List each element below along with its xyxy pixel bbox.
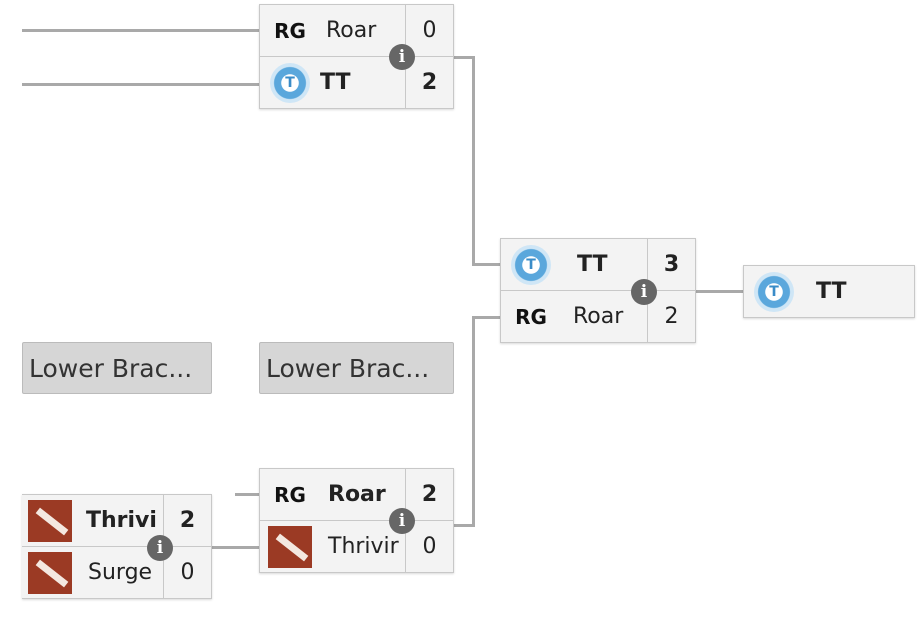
roar-logo-icon: RG — [515, 304, 547, 329]
roar-logo-icon: RG — [274, 482, 306, 507]
connector-line — [453, 524, 475, 527]
team-row[interactable]: RG Roar 2 — [501, 291, 695, 342]
match-lower-semi[interactable]: Thrivi 2 Surge 0 — [22, 494, 212, 599]
team-name: Roar — [328, 482, 386, 507]
team-score: 0 — [163, 547, 211, 598]
match-grand-final[interactable]: T TT 3 RG Roar 2 — [500, 238, 696, 343]
team-name: TT — [320, 70, 351, 95]
team-score: 0 — [405, 5, 453, 56]
match-lower-final[interactable]: RG Roar 2 Thrivir 0 — [259, 468, 454, 573]
connector-line — [695, 290, 743, 293]
match-info-icon[interactable]: i — [631, 279, 657, 305]
match-info-icon[interactable]: i — [147, 535, 173, 561]
connector-line — [212, 546, 260, 549]
roar-logo-icon: RG — [274, 18, 306, 43]
team-score: 2 — [647, 291, 695, 342]
dota2-logo-icon — [268, 525, 312, 569]
tt-logo-icon: T — [268, 61, 312, 105]
team-row[interactable]: Thrivi 2 — [22, 495, 211, 547]
team-name: TT — [816, 279, 847, 304]
team-score: 3 — [647, 239, 695, 290]
team-score: 2 — [163, 495, 211, 546]
team-name: Roar — [573, 304, 624, 329]
team-row[interactable]: Thrivir 0 — [260, 521, 453, 572]
connector-line — [22, 83, 260, 86]
tt-logo-icon: T — [752, 270, 796, 314]
connector-line — [472, 316, 475, 527]
team-name: Thrivir — [328, 534, 399, 559]
lower-bracket-button[interactable]: Lower Brac... — [259, 342, 454, 394]
team-row[interactable]: Surge 0 — [22, 547, 211, 598]
team-row[interactable]: T TT — [744, 266, 914, 317]
dota2-logo-icon — [28, 499, 72, 543]
match-upper-semi[interactable]: RG Roar 0 T TT 2 — [259, 4, 454, 109]
team-score: 2 — [405, 469, 453, 520]
connector-line — [235, 493, 260, 496]
connector-line — [22, 29, 260, 32]
team-score: 2 — [405, 57, 453, 108]
team-score: 0 — [405, 521, 453, 572]
team-row[interactable]: T TT 3 — [501, 239, 695, 291]
team-row[interactable]: T TT 2 — [260, 57, 453, 108]
team-name: Surge — [88, 560, 153, 585]
team-row[interactable]: RG Roar 2 — [260, 469, 453, 521]
connector-line — [472, 316, 500, 319]
connector-line — [472, 56, 475, 266]
match-info-icon[interactable]: i — [389, 508, 415, 534]
team-name: Thrivi — [86, 508, 157, 533]
champion-slot[interactable]: T TT — [743, 265, 915, 318]
connector-line — [453, 56, 475, 59]
team-name: TT — [577, 252, 608, 277]
dota2-logo-icon — [28, 551, 72, 595]
team-row[interactable]: RG Roar 0 — [260, 5, 453, 57]
tt-logo-icon: T — [509, 243, 553, 287]
match-info-icon[interactable]: i — [389, 44, 415, 70]
connector-line — [472, 263, 500, 266]
lower-bracket-button[interactable]: Lower Brac... — [22, 342, 212, 394]
team-name: Roar — [326, 18, 377, 43]
